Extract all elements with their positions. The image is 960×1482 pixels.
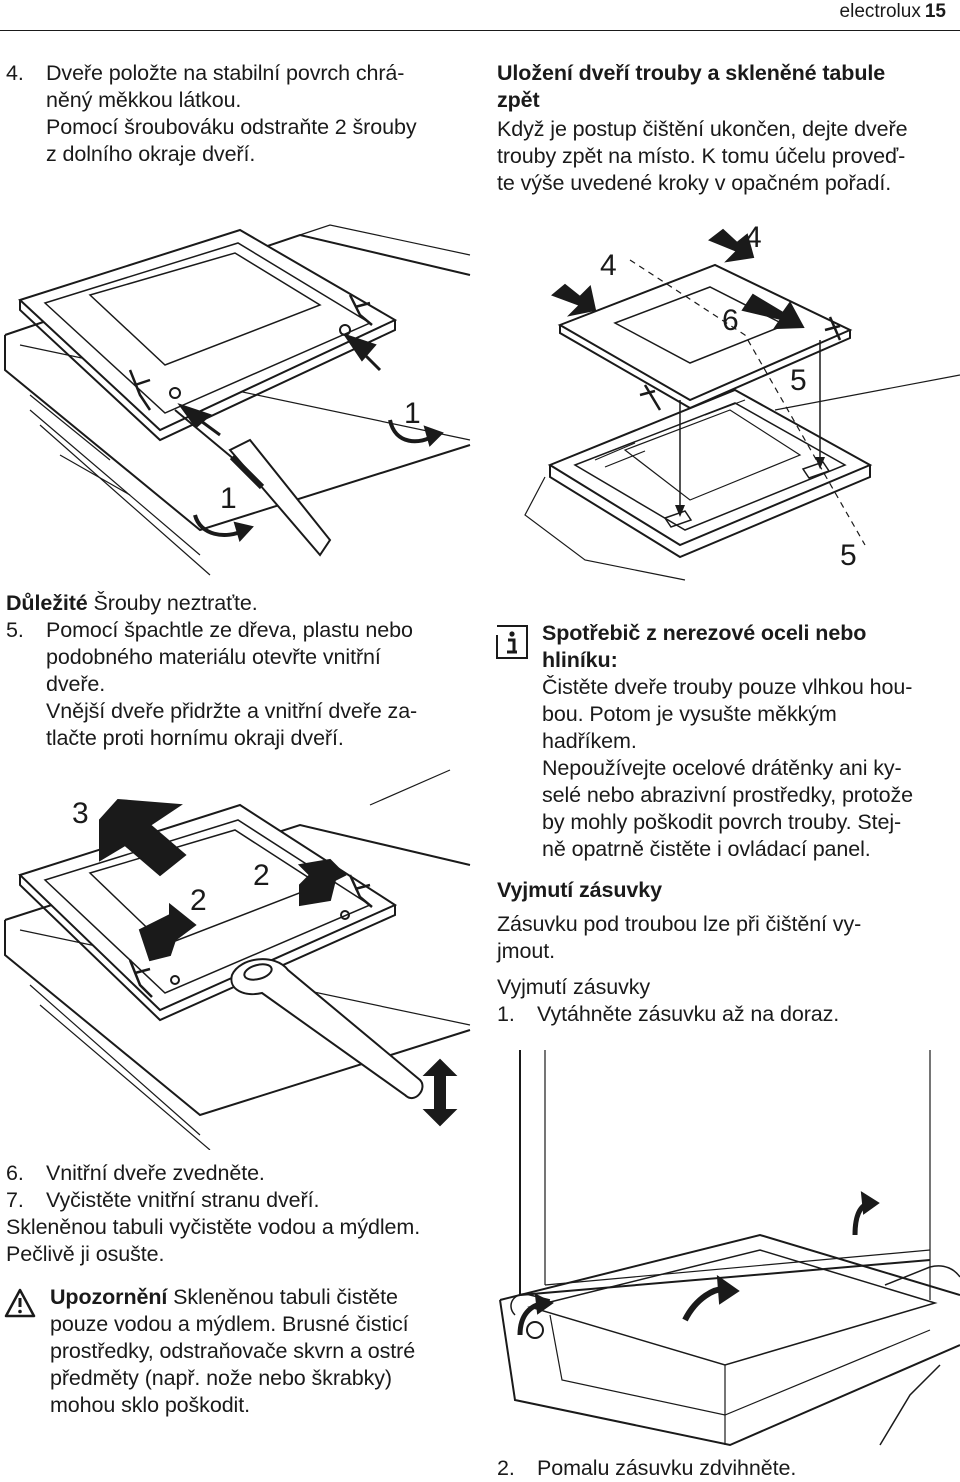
info-heading-2: hliníku: (542, 648, 618, 672)
step-6-text: Vnitřní dveře zvedněte. (46, 1161, 265, 1185)
callout-4b: 4 (745, 221, 762, 254)
brand-name: electrolux (839, 1, 921, 22)
step-5-line-1: Pomocí špachtle ze dřeva, plastu nebo (46, 618, 413, 642)
warning-line-3: prostředky, odstraňovače skvrn a ostré (50, 1339, 416, 1363)
step-4-line-1: Dveře položte na stabilní povrch chrá- (46, 61, 405, 85)
info-icon (494, 623, 530, 666)
figure-refit-glass: 4 4 6 5 5 (485, 215, 960, 585)
heading-refit-line-2: zpět (497, 88, 540, 112)
warning-line-4: předměty (např. nože nebo škrabky) (50, 1366, 392, 1390)
info-line-6: by mohly poškodit povrch trouby. Stej- (542, 810, 902, 834)
info-line-1: Čistěte dveře trouby pouze vlhkou hou- (542, 675, 913, 699)
drawer-step-1-text: Vytáhněte zásuvku až na doraz. (537, 1002, 840, 1026)
step-7-text: Vyčistěte vnitřní stranu dveří. (46, 1188, 320, 1212)
callout-1b: 1 (220, 482, 237, 515)
warning-line-1: Skleněnou tabuli čistěte (167, 1285, 398, 1309)
drawer-subheading: Vyjmutí zásuvky (497, 975, 651, 999)
heading-remove-drawer: Vyjmutí zásuvky (497, 878, 662, 902)
drawer-step-2-text: Pomalu zásuvku zdvihněte. (537, 1456, 797, 1480)
callout-5a: 5 (790, 364, 807, 397)
warning-line-2: pouze vodou a mýdlem. Brusné čisticí (50, 1312, 409, 1336)
step-4-line-4: z dolního okraje dveří. (46, 142, 256, 166)
info-heading-1: Spotřebič z nerezové oceli nebo (542, 621, 867, 645)
clean-line-2: Pečlivě ji osušte. (6, 1242, 165, 1266)
info-line-5: selé nebo abrazivní prostředky, protože (542, 783, 913, 807)
callout-2b: 2 (253, 859, 270, 892)
heading-refit-line-1: Uložení dveří trouby a skleněné tabule (497, 61, 886, 85)
step-5-line-5: tlačte proti hornímu okraji dveří. (46, 726, 344, 750)
info-line-4: Nepoužívejte ocelové drátěnky ani ky- (542, 756, 902, 780)
drawer-line-1: Zásuvku pod troubou lze při čištění vy- (497, 912, 862, 936)
figure-open-inner-door: 3 2 2 (0, 765, 475, 1150)
step-6-number: 6. (6, 1161, 24, 1185)
info-note: Spotřebič z nerezové oceli nebo hliníku:… (542, 620, 960, 863)
callout-2a: 2 (190, 884, 207, 917)
callout-3: 3 (72, 797, 89, 830)
info-line-3: hadříkem. (542, 729, 637, 753)
important-label: Důležité (6, 591, 88, 615)
refit-line-1: Když je postup čištění ukončen, dejte dv… (497, 117, 908, 141)
step-5: 5.Pomocí špachtle ze dřeva, plastu nebo … (6, 617, 476, 752)
page-number: 15 (924, 1, 946, 22)
step-5-line-3: dveře. (46, 672, 106, 696)
clean-line-1: Skleněnou tabuli vyčistěte vodou a mýdle… (6, 1215, 421, 1239)
callout-5b: 5 (840, 539, 857, 572)
figure-drawer (490, 1045, 960, 1450)
figure-remove-screws: 1 1 (0, 195, 475, 580)
callout-6: 6 (722, 304, 739, 337)
warning-note: Upozornění Skleněnou tabuli čistěte pouz… (50, 1284, 480, 1419)
refit-line-3: te výše uvedené kroky v opačném pořadí. (497, 171, 892, 195)
refit-line-2: trouby zpět na místo. K tomu účelu prove… (497, 144, 906, 168)
step-4-number: 4. (6, 61, 24, 85)
step-4: 4. Dveře položte na stabilní povrch chrá-… (6, 60, 476, 168)
info-line-7: ně opatrně čistěte i ovládací panel. (542, 837, 871, 861)
drawer-step-2: 2. Pomalu zásuvku zdvihněte. (497, 1455, 957, 1482)
info-line-2: bou. Potom je vysušte měkkým (542, 702, 837, 726)
drawer-step-1-number: 1. (497, 1002, 515, 1026)
drawer-steps: Vyjmutí zásuvky 1. Vytáhněte zásuvku až n… (497, 974, 957, 1028)
callout-1a: 1 (404, 397, 421, 430)
heading-refit-door: Uložení dveří trouby a skleněné tabule z… (497, 60, 957, 114)
step-4-line-3: Pomocí šroubováku odstraňte 2 šrouby (46, 115, 417, 139)
drawer-paragraph: Zásuvku pod troubou lze při čištění vy- … (497, 911, 957, 965)
step-7-number: 7. (6, 1188, 24, 1212)
warning-icon (4, 1288, 36, 1323)
header-rule (0, 30, 960, 31)
important-note: Důležité Šrouby neztraťte. (6, 590, 476, 617)
step-6-7: 6. Vnitřní dveře zvedněte. 7. Vyčistěte vn… (6, 1160, 476, 1268)
step-5-line-4: Vnější dveře přidržte a vnitřní dveře za… (46, 699, 418, 723)
step-4-line-2: něný měkkou látkou. (46, 88, 242, 112)
callout-4a: 4 (600, 249, 617, 282)
drawer-step-2-number: 2. (497, 1456, 515, 1480)
refit-paragraph: Když je postup čištění ukončen, dejte dv… (497, 116, 957, 197)
warning-line-5: mohou sklo poškodit. (50, 1393, 250, 1417)
drawer-line-2: jmout. (497, 939, 555, 963)
step-5-line-2: podobného materiálu otevřte vnitřní (46, 645, 381, 669)
warning-label: Upozornění (50, 1285, 168, 1309)
important-text: Šrouby neztraťte. (87, 591, 258, 615)
step-5-number: 5. (6, 618, 24, 642)
